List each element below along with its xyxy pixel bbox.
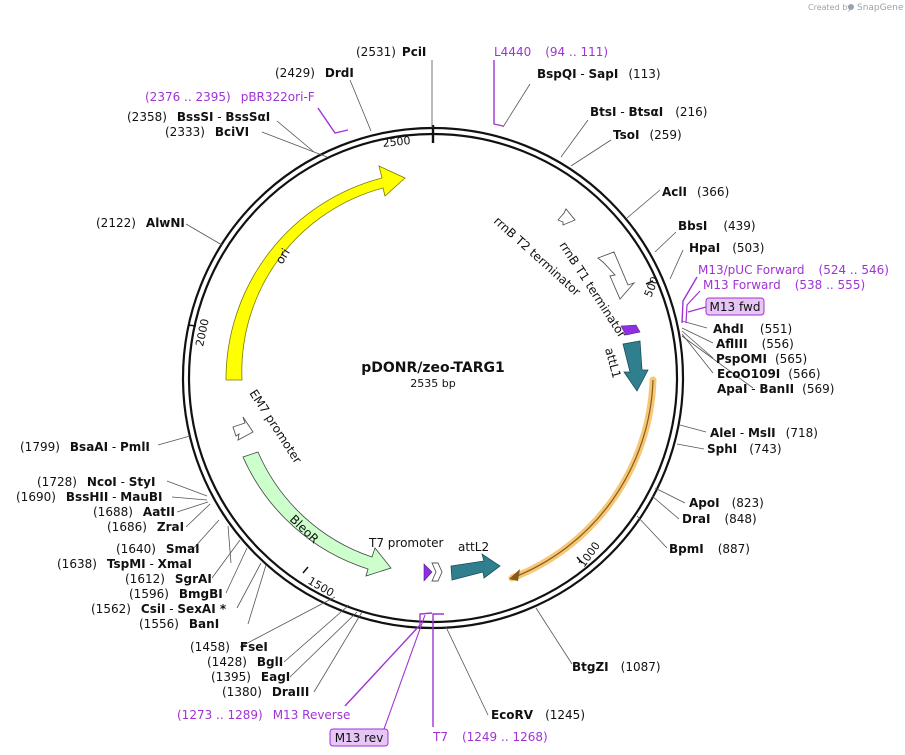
site-ncoi: (1728)NcoI - StyI [37, 475, 155, 489]
m13-fwd-primer-site [620, 324, 641, 336]
l4440-primer-line [493, 60, 504, 127]
m13rev-primer-line [344, 612, 433, 707]
site-alwni: (2122)AlwNI [96, 216, 185, 230]
site-bsssi: (2358)BssSI - BssSαI [127, 110, 270, 124]
site-drai: DraI(848) [682, 512, 757, 526]
attl1-label: attL1 [602, 346, 624, 380]
site-bani: (1556)BanI [139, 617, 219, 631]
attl2-label: attL2 [458, 540, 489, 554]
site-bsaai: (1799)BsaAI - PmlI [20, 440, 150, 454]
orange-region-arrowhead [509, 569, 520, 581]
m13rev-box [329, 728, 389, 747]
t7-primer-line [432, 613, 444, 727]
tick-label-2500: 2500 [382, 134, 411, 150]
m13rev-primer: (1273 .. 1289)M13 Reverse [177, 708, 350, 722]
site-pspomi: PspOMI(565) [716, 352, 807, 366]
site-fsei: (1458)FseI [190, 640, 268, 654]
site-btsi: BtsI - BtsαI(216) [590, 105, 707, 119]
site-ecoo109i: EcoO109I(566) [717, 367, 821, 381]
m13rev-box-label: M13 rev [335, 731, 384, 745]
m13puc-primer-line [681, 276, 698, 324]
site-csii: (1562)CsiI - SexAI * [91, 602, 227, 616]
right-site-labels: (2531)PciI BspQI - SapI(113) BtsI - Btsα… [356, 45, 834, 722]
l4440-primer: L4440(94 .. 111) [494, 45, 608, 59]
site-eagi: (1395)EagI [211, 670, 290, 684]
t7-promoter-label: T7 promoter [368, 536, 444, 550]
site-aflIII: AflIII(556) [716, 337, 794, 351]
t7-primer: T7(1249 .. 1268) [432, 730, 548, 744]
rrnb-t1-feature [597, 251, 636, 300]
attl1-feature [622, 340, 649, 392]
site-draiii: (1380)DraIII [222, 685, 309, 699]
tick-label-2000: 2000 [193, 318, 212, 348]
site-bbsi: BbsI(439) [678, 219, 756, 233]
site-drdi: (2429)DrdI [275, 66, 354, 80]
tick-mark-2000 [187, 324, 197, 327]
site-bsshii: (1690)BssHII - MauBI [16, 490, 162, 504]
left-site-labels: (2429)DrdI (2358)BssSI - BssSαI (2333)Bc… [16, 66, 354, 699]
site-bspqi: BspQI - SapI(113) [537, 67, 661, 81]
site-aatii: (1688)AatII [93, 505, 175, 519]
m13fwd-primer-line [685, 290, 701, 324]
t7-primer-site [423, 563, 433, 582]
t7-promoter-arrow [431, 562, 443, 582]
site-smai: (1640)SmaI [116, 542, 200, 556]
ori-feature [225, 165, 406, 381]
m13fwd-box [705, 297, 765, 316]
tick-label-500: 500 [642, 275, 662, 299]
site-zrai: (1686)ZraI [107, 520, 184, 534]
credit-text: Created by [808, 3, 852, 12]
site-btgzi: BtgZI(1087) [572, 660, 661, 674]
bleor-feature [242, 451, 392, 577]
tick-mark-1000 [576, 556, 583, 564]
m13rev-box-connector [383, 614, 426, 730]
site-apai: ApaI - BanII(569) [717, 382, 834, 396]
attl2-feature [450, 553, 501, 581]
site-tsoi: TsoI(259) [613, 128, 682, 142]
tick-mark-500 [645, 280, 654, 285]
rrnb-t2-feature [557, 208, 576, 226]
site-bgli: (1428)BglI [207, 655, 283, 669]
em7-feature [232, 416, 254, 441]
m13puc-primer: M13/pUC Forward(524 .. 546) [698, 263, 889, 277]
primer-annotations: L4440(94 .. 111) (2376 .. 2395)pBR322ori… [145, 45, 889, 747]
site-bcivi: (2333)BciVI [165, 125, 249, 139]
pbr322-primer: (2376 .. 2395)pBR322ori-F [145, 90, 315, 104]
site-sphi: SphI(743) [707, 442, 782, 456]
plasmid-length: 2535 bp [410, 377, 455, 390]
site-ecorv: EcoRV(1245) [491, 708, 585, 722]
pbr322-primer-line [317, 107, 349, 134]
m13fwd-box-connector [687, 306, 707, 313]
site-sgrai: (1612)SgrAI [125, 572, 212, 586]
site-hpai: HpaI(503) [689, 241, 764, 255]
site-alei: AleI - MslI(718) [710, 426, 818, 440]
plasmid-name: pDONR/zeo-TARG1 [361, 360, 504, 376]
left-site-connectors [157, 79, 372, 693]
site-bpmi: BpmI(887) [669, 542, 750, 556]
tick-mark-1500 [302, 566, 309, 574]
site-acli: AclI(366) [662, 185, 729, 199]
m13fwd-primer: M13 Forward(538 .. 555) [703, 278, 865, 292]
m13fwd-box-label: M13 fwd [710, 300, 761, 314]
brand-text: SnapGene [857, 3, 904, 13]
orange-region [508, 376, 657, 582]
orange-region-line [511, 379, 654, 579]
site-apoi: ApoI(823) [689, 496, 764, 510]
site-pcii: (2531)PciI [356, 45, 426, 59]
snapgene-logo-icon [848, 4, 854, 10]
site-tspmi: (1638)TspMI - XmaI [57, 557, 192, 571]
site-bmgbi: (1596)BmgBI [129, 587, 223, 601]
site-ahdi: AhdI(551) [713, 322, 792, 336]
